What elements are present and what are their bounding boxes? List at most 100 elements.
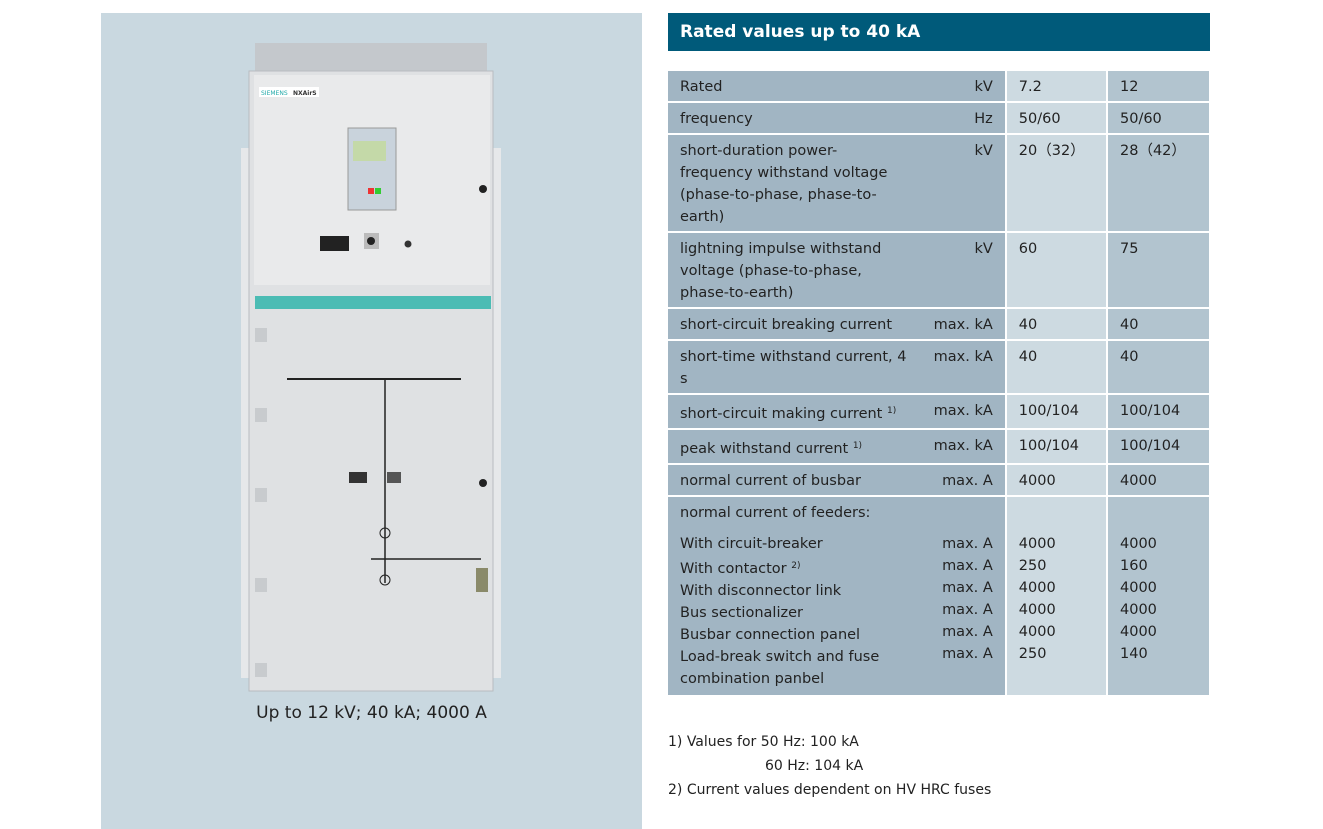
value-7-2kv: 40: [1004, 340, 1107, 395]
param-label: short-circuit making current 1): [668, 394, 922, 430]
siemens-logo: SIEMENS: [261, 90, 288, 97]
feeder-text: With disconnector link: [680, 583, 842, 599]
footnote-ref: 2): [791, 561, 801, 571]
feeder-unit: max. A: [942, 580, 993, 596]
value-7-2kv: 20（32）: [1004, 134, 1107, 233]
param-text: short-circuit breaking current: [680, 317, 893, 333]
image-caption: Up to 12 kV; 40 kA; 4000 A: [256, 703, 487, 723]
param-text: peak withstand current: [680, 441, 849, 457]
feeder-label: Load-break switch and fuse combination p…: [680, 646, 910, 690]
feeders-heading: normal current of feeders:: [680, 505, 871, 521]
unit: max. kA: [921, 429, 1006, 465]
footnote-2: 2) Current values dependent on HV HRC fu…: [668, 782, 992, 798]
value-12kv: 50/60: [1106, 102, 1209, 135]
feeder-value-7-2kv: 4000: [1018, 624, 1056, 640]
footnote-ref: 1): [852, 441, 863, 451]
feeder-value-7-2kv: 4000: [1018, 580, 1056, 596]
footnotes: 1) Values for 50 Hz: 100 kA 60 Hz: 104 k…: [668, 730, 991, 802]
footnote-1: 1) Values for 50 Hz: 100 kA: [668, 734, 859, 750]
feeder-text: Load-break switch and fuse combination p…: [680, 649, 880, 687]
feeder-value-7-2kv: 250: [1018, 558, 1047, 574]
feeder-unit: max. A: [942, 646, 993, 662]
unit: max. kA: [921, 394, 1006, 430]
param-text: frequency: [680, 111, 753, 127]
feeder-unit: max. A: [942, 602, 993, 618]
value-7-2kv: 100/104: [1004, 429, 1107, 465]
param-text: lightning impulse withstand voltage (pha…: [680, 241, 882, 301]
param-label: short-circuit breaking current: [668, 308, 922, 341]
param-text: short-time withstand current, 4 s: [680, 349, 907, 387]
param-text: Rated: [680, 79, 723, 95]
feeder-value-12kv: 4000: [1120, 536, 1157, 552]
value-12kv: 100/104: [1106, 394, 1209, 430]
product-image-panel: SIEMENS NXAirS Up to 12 kV; 40 kA; 4000 …: [101, 13, 642, 829]
feeder-value-12kv: 4000: [1120, 580, 1157, 596]
param-text: short-duration power-frequency withstand…: [680, 143, 888, 225]
param-label: lightning impulse withstand voltage (pha…: [668, 232, 922, 309]
feeder-label: Busbar connection panel: [680, 624, 910, 646]
table-row: short-duration power-frequency withstand…: [668, 134, 1209, 233]
feeder-label: With contactor 2): [680, 555, 910, 580]
unit: kV: [921, 71, 1006, 103]
table-row: short-time withstand current, 4 s max. kA…: [668, 340, 1209, 395]
feeder-value-12kv: 160: [1120, 558, 1148, 574]
param-label: short-time withstand current, 4 s: [668, 340, 922, 395]
feeder-value-12kv: 140: [1120, 646, 1148, 662]
feeder-label: With disconnector link: [680, 580, 910, 602]
param-text: short-circuit making current: [680, 406, 883, 422]
unit: kV: [921, 134, 1006, 233]
value-12kv: 75: [1106, 232, 1209, 309]
value-7-2kv: 40: [1004, 308, 1107, 341]
footnote-ref: 1): [886, 406, 897, 416]
feeder-text: With circuit-breaker: [680, 536, 823, 552]
value-12kv: 40: [1106, 308, 1209, 341]
feeders-row: normal current of feeders: With circuit-b…: [668, 496, 1209, 697]
unit: max. kA: [921, 308, 1006, 341]
value-7-2kv: 50/60: [1004, 102, 1107, 135]
param-label: frequency: [668, 102, 922, 135]
feeder-value-12kv: 4000: [1120, 624, 1157, 640]
feeder-label: With circuit-breaker: [680, 533, 910, 555]
feeder-label: Bus sectionalizer: [680, 602, 910, 624]
param-label: peak withstand current 1): [668, 429, 922, 465]
value-12kv: 100/104: [1106, 429, 1209, 465]
value-7-2kv: 4000: [1004, 464, 1107, 497]
param-label: short-duration power-frequency withstand…: [668, 134, 922, 233]
unit: max. kA: [921, 340, 1006, 395]
feeder-unit: max. A: [942, 536, 993, 552]
switchgear-illustration: SIEMENS NXAirS: [241, 43, 501, 692]
unit: Hz: [921, 102, 1006, 135]
value-12kv: 28（42）: [1106, 134, 1209, 233]
feeder-value-7-2kv: 4000: [1018, 602, 1056, 618]
unit: kV: [921, 232, 1006, 309]
value-12kv: 40: [1106, 340, 1209, 395]
table-title: Rated values up to 40 kA: [668, 13, 1210, 51]
feeder-text: With contactor: [680, 561, 787, 577]
feeder-value-7-2kv: 4000: [1018, 536, 1056, 552]
param-label: Rated: [668, 71, 922, 103]
value-12kv: 12: [1106, 71, 1209, 103]
value-12kv: 4000: [1106, 464, 1209, 497]
unit: max. A: [921, 464, 1006, 497]
feeder-value-12kv: 4000: [1120, 602, 1157, 618]
svg-text:NXAirS: NXAirS: [293, 90, 317, 97]
table-row: lightning impulse withstand voltage (pha…: [668, 232, 1209, 309]
value-7-2kv: 100/104: [1004, 394, 1107, 430]
footnote-1-cont: 60 Hz: 104 kA: [765, 758, 864, 774]
feeder-text: Busbar connection panel: [680, 627, 861, 643]
param-text: normal current of busbar: [680, 473, 861, 489]
feeder-unit: max. A: [942, 558, 993, 574]
feeder-value-7-2kv: 250: [1018, 646, 1047, 662]
param-label: normal current of busbar: [668, 464, 922, 497]
value-7-2kv: 7.2: [1004, 71, 1107, 103]
feeder-text: Bus sectionalizer: [680, 605, 803, 621]
feeder-unit: max. A: [942, 624, 993, 640]
value-7-2kv: 60: [1004, 232, 1107, 309]
